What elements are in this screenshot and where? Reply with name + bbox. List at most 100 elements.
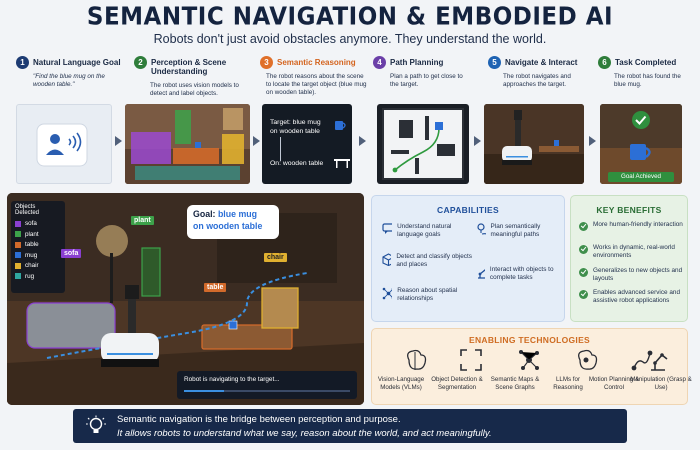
mug-icon [335,121,346,130]
check-icon [579,222,588,231]
person-speaking-icon [36,123,88,167]
navigate-panel [484,104,584,184]
robot-arm-icon [478,269,485,279]
chair-tag: chair [264,253,287,262]
benefits-title: KEY BENEFITS [596,205,662,215]
task-complete-panel: Goal Achieved [600,104,682,184]
step-1-desc: "Find the blue mug on the wooden table." [33,73,105,89]
flow-arrow-1 [115,136,122,146]
brain-icon [407,349,427,370]
legend-row-rug: rug [15,273,61,280]
check-icon [579,290,588,299]
robot-approaching-image [484,104,584,184]
benefits-card: KEY BENEFITS More human-friendly interac… [570,195,688,322]
check-icon [579,245,588,254]
step-6-title: Task Completed [615,58,677,67]
pin-path-icon [477,223,486,235]
step-3-title: Semantic Reasoning [277,58,356,67]
legend-swatch [15,220,21,227]
legend-row-mug: mug [15,252,61,259]
legend-row-table: table [15,241,61,248]
table-tag: table [204,283,227,292]
step-2-title: Perception & Scene Understanding [151,58,227,77]
capability-item-2: Plan semantically meaningful paths [476,223,564,240]
step-6-badge: 6 [598,56,611,69]
voice-command-panel [16,104,112,184]
sofa-tag: sofa [61,249,82,258]
page-subtitle: Robots don't just avoid obstacles anymor… [153,32,547,46]
occupancy-map-image [382,108,464,180]
tech-llm-label: LLMs for Reasoning [553,376,583,392]
reasoning-panel: Target: blue mug on wooden table On: woo… [262,104,352,184]
tech-detection-label: Object Detection & Segmentation [431,376,483,392]
route-icon [631,350,653,371]
step-6-header: 6 Task Completed [598,56,698,69]
perception-panel [125,104,250,184]
banner-line-1: Semantic navigation is the bridge betwee… [117,414,401,425]
step-4-desc: Plan a path to get close to the target. [390,73,463,89]
step-6-desc: The robot has found the blue mug. [614,73,681,89]
capability-item-1: Understand natural language goals [382,223,474,240]
legend-label: plant [25,230,39,238]
capability-item-5: Reason about spatial relationships [382,287,474,304]
legend-label: sofa [25,220,37,227]
tech-semantic-maps-label: Semantic Maps & Scene Graphs [490,376,540,392]
reasoning-on: On: wooden table [270,160,324,167]
step-4-badge: 4 [373,56,386,69]
reasoning-target: Target: blue mug on wooden table [270,119,321,135]
step-4-title: Path Planning [390,58,444,67]
legend-row-chair: chair [15,262,61,269]
chat-icon [382,223,393,234]
summary-banner: Semantic navigation is the bridge betwee… [73,409,627,443]
legend-row-sofa: sofa [15,220,61,227]
benefit-item-4: Enables advanced service and assistive r… [579,289,685,306]
technologies-title: ENABLING TECHNOLOGIES [468,335,591,345]
capability-item-3: Detect and classify objects and places [382,253,474,270]
page-title: SEMANTIC NAVIGATION & EMBODIED AI [86,2,614,32]
goal-speech-bubble: Goal: blue mug on wooden table [187,205,279,239]
flow-arrow-5 [589,136,596,146]
reasoning-connector [280,137,281,161]
step-3-badge: 3 [260,56,273,69]
legend-swatch [15,241,21,248]
step-1-badge: 1 [16,56,29,69]
lightbulb-icon [86,415,106,433]
benefit-item-1: More human-friendly interaction [579,221,685,231]
tech-vlm-label: Vision-Language Models (VLMs) [377,376,425,392]
step-5-title: Navigate & Interact [505,58,578,67]
legend-label: rug [25,272,35,280]
manipulator-icon [651,353,668,371]
goal-achieved-badge: Goal Achieved [608,172,674,182]
benefit-item-2: Works in dynamic, real-world environment… [579,244,685,261]
tech-motion-planning-label: Motion Planning & Control [588,376,640,392]
step-3-desc: The robot reasons about the scene to loc… [266,73,367,97]
segmented-room-image [125,104,250,184]
legend-swatch [15,273,21,280]
legend-list: sofa plant table mug chair rug [15,220,61,280]
step-5-header: 5 Navigate & Interact [488,56,588,69]
path-planning-panel [377,104,469,184]
graph-icon [519,350,539,370]
step-5-desc: The robot navigates and approaches the t… [503,73,571,89]
legend-swatch [15,252,21,259]
step-1-title: Natural Language Goal [33,58,121,67]
flow-arrow-4 [474,136,481,146]
step-3-header: 3 Semantic Reasoning [260,56,370,69]
legend-swatch [15,262,21,269]
brain-chip-icon [578,349,598,370]
step-5-badge: 5 [488,56,501,69]
table-icon [334,159,350,168]
step-2-desc: The robot uses vision models to detect a… [150,82,239,98]
capability-item-4: Interact with objects to complete tasks [476,266,564,283]
network-icon [382,287,393,300]
check-icon [579,268,588,277]
legend-row-plant: plant [15,231,61,238]
technology-icons [407,349,653,371]
navigation-status-bar: Robot is navigating to the target... [177,371,357,399]
banner-line-2: It allows robots to understand what we s… [117,428,492,439]
flow-arrow-2 [253,136,260,146]
capabilities-card: CAPABILITIES Understand natural language… [371,195,565,322]
progress-track [184,390,350,392]
